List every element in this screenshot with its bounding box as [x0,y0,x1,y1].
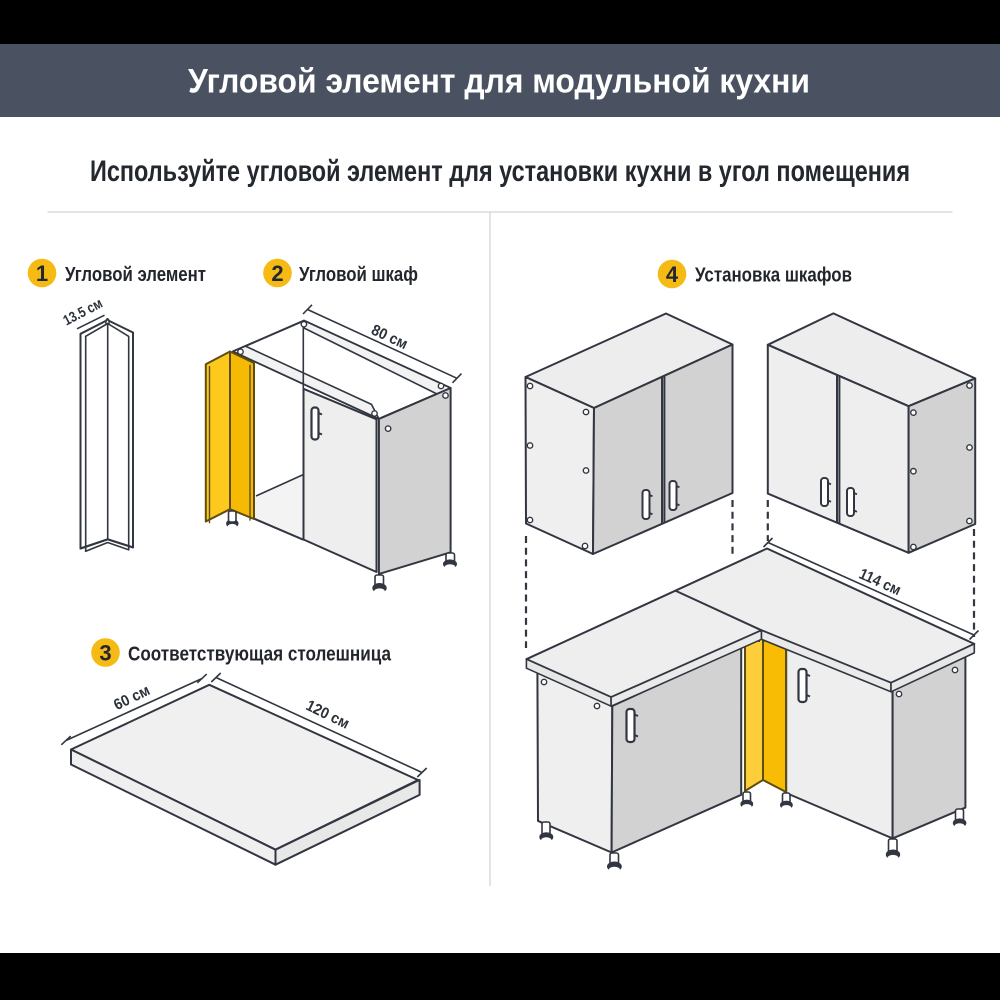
svg-text:Используйте угловой элемент дл: Используйте угловой элемент для установк… [90,155,910,188]
svg-text:2: 2 [271,261,283,286]
svg-text:Соответствующая столешница: Соответствующая столешница [128,643,391,666]
svg-text:3: 3 [99,640,111,665]
svg-text:1: 1 [36,261,48,286]
svg-text:Угловой шкаф: Угловой шкаф [299,263,418,286]
svg-text:Угловой элемент: Угловой элемент [65,263,206,286]
svg-text:Установка шкафов: Установка шкафов [695,264,852,287]
svg-text:Угловой элемент для модульной: Угловой элемент для модульной кухни [188,63,810,101]
svg-text:4: 4 [666,262,679,287]
